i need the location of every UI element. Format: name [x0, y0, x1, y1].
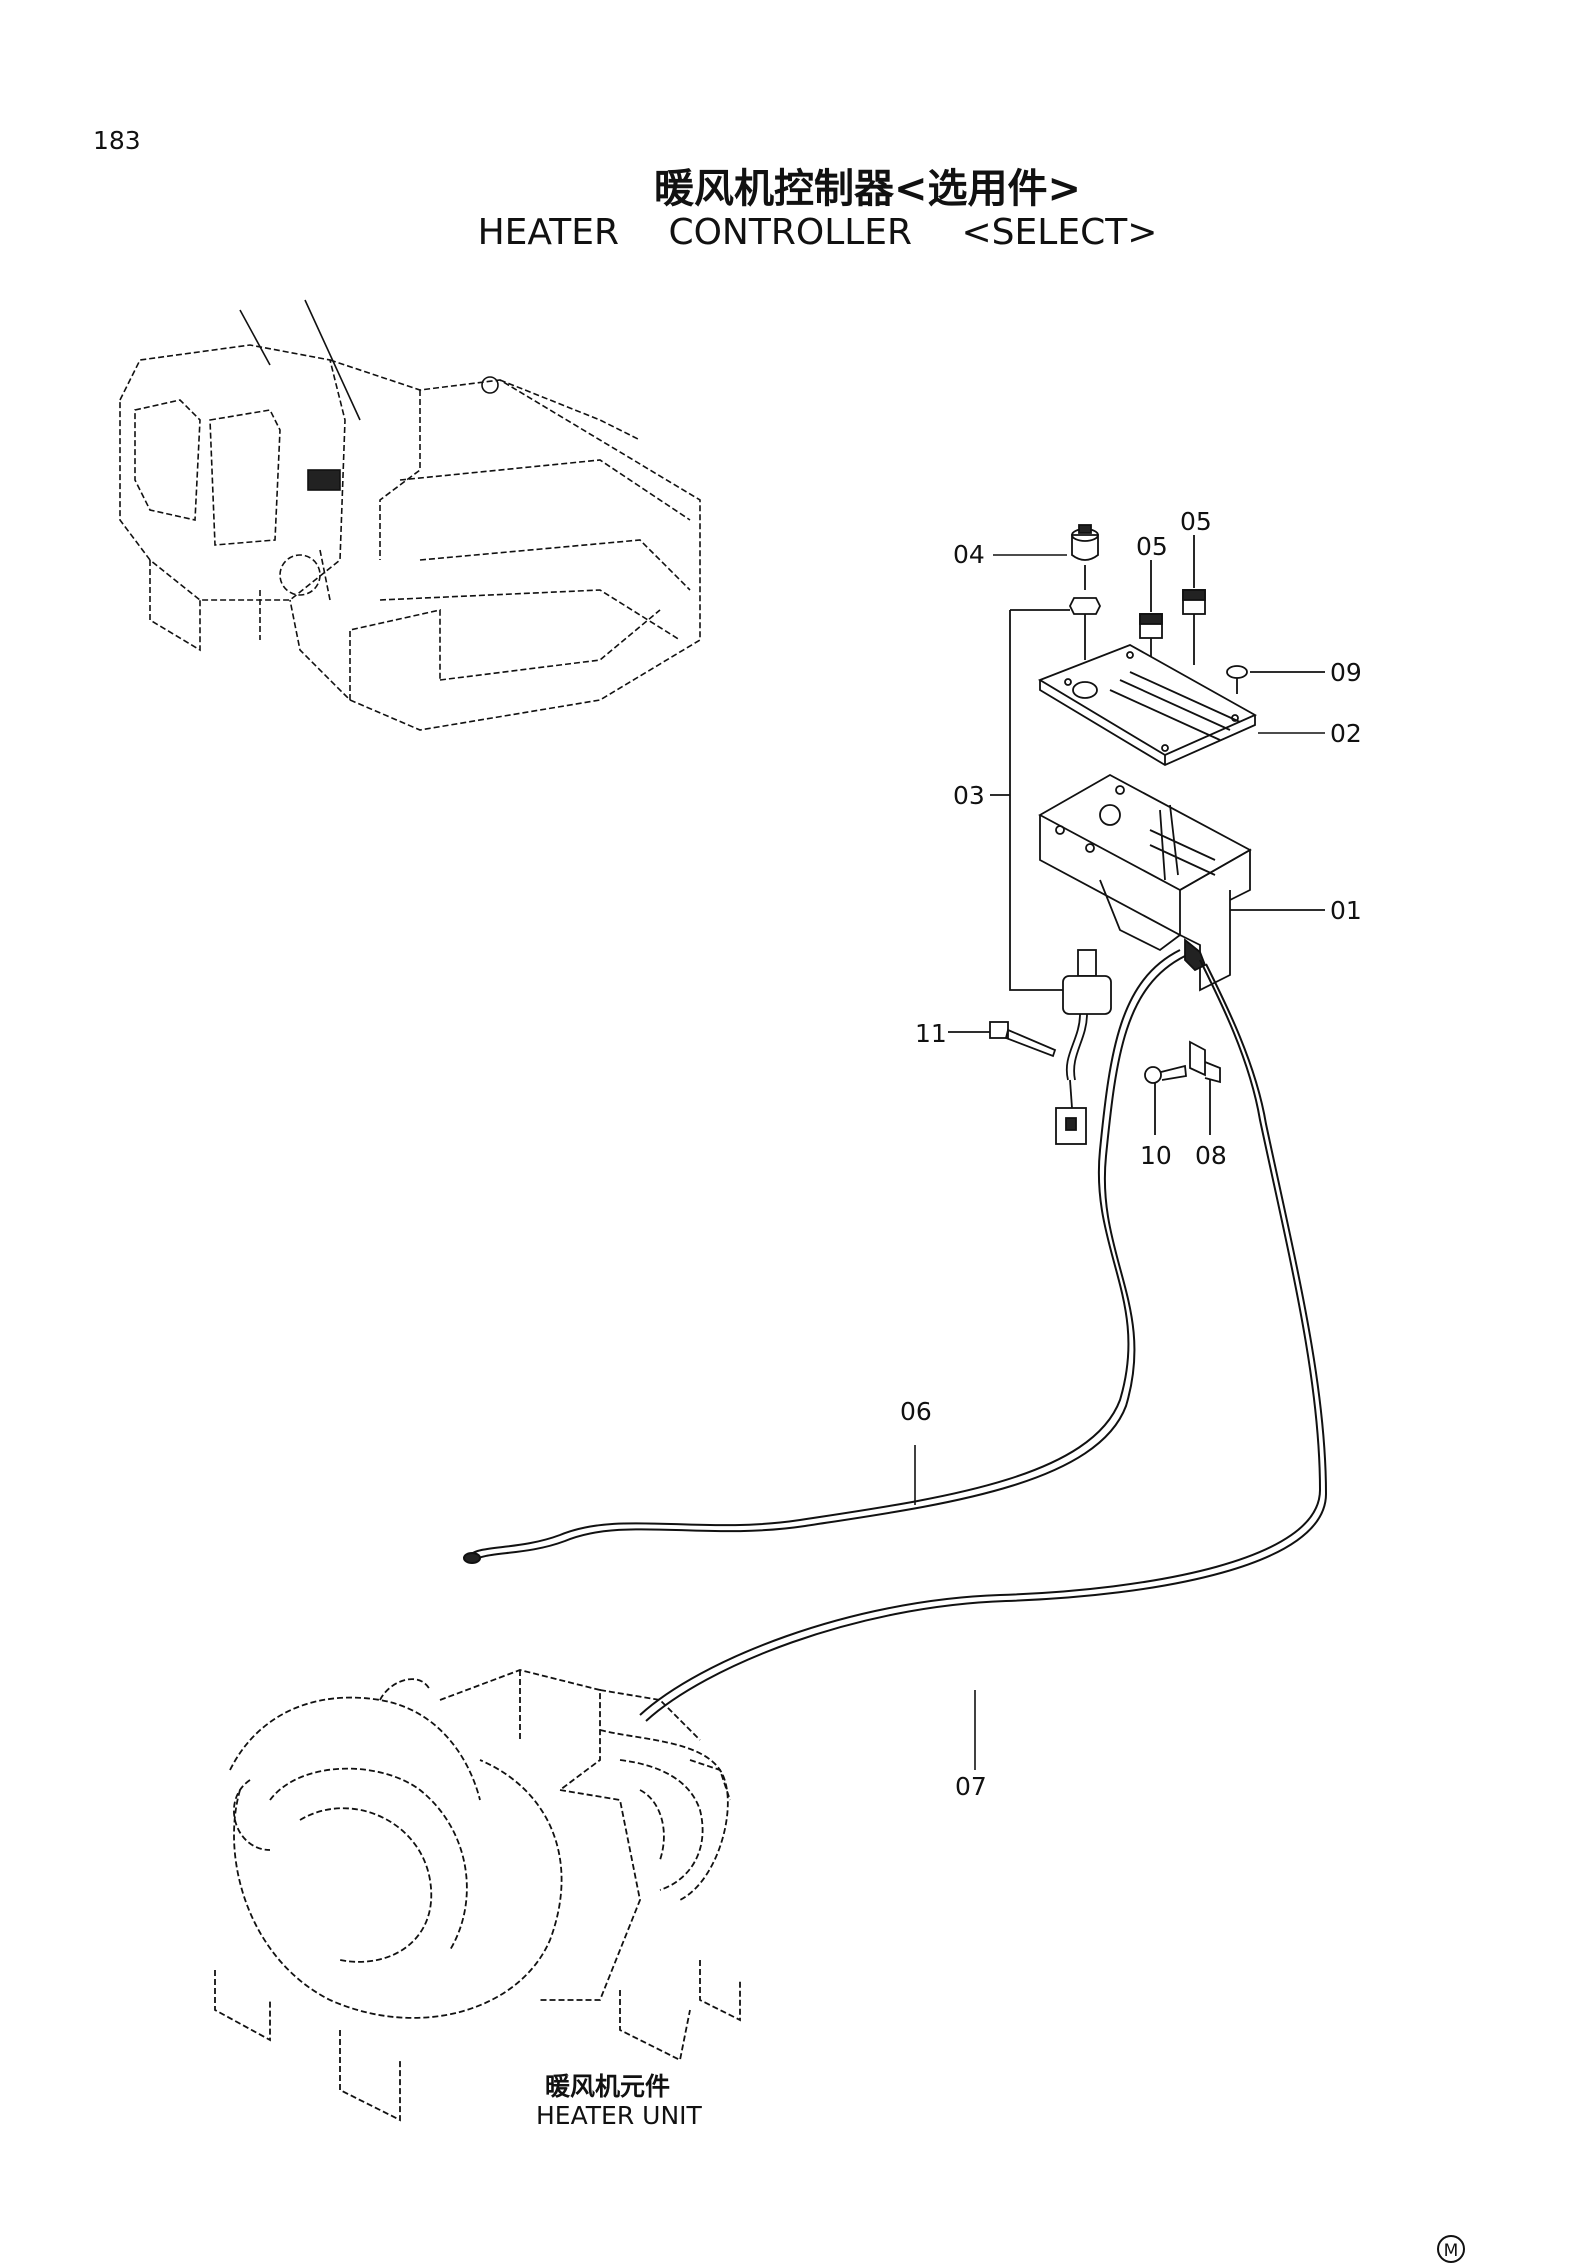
- screw-clamp-parts: [1144, 1040, 1221, 1135]
- part-label-09: 09: [1330, 658, 1362, 687]
- excavator-overview: [119, 299, 701, 731]
- part-label-05a: 05: [1136, 532, 1168, 561]
- rivet-part: [1226, 665, 1325, 694]
- switch-part: [990, 609, 1112, 1145]
- part-label-04: 04: [953, 540, 985, 569]
- part-label-01: 01: [1330, 896, 1362, 925]
- part-label-06: 06: [900, 1397, 932, 1426]
- heater-unit-drawing: [214, 1669, 741, 2122]
- part-label-02: 02: [1330, 719, 1362, 748]
- cable-tie-part: [948, 1021, 1057, 1058]
- cover-plate: [1037, 644, 1258, 767]
- title-english: HEATER CONTROLLER <SELECT>: [477, 212, 1158, 253]
- title-chinese: 暖风机控制器<选用件>: [653, 166, 1082, 212]
- part-label-08: 08: [1195, 1141, 1227, 1170]
- part-label-05b: 05: [1180, 507, 1212, 536]
- part-label-10: 10: [1140, 1141, 1172, 1170]
- heater-unit-label-chinese: 暖风机元件: [545, 2072, 671, 2101]
- part-label-11: 11: [915, 1019, 947, 1048]
- control-cables: [463, 949, 1328, 1770]
- knob-part: [1068, 524, 1102, 660]
- bracket-part: [1038, 773, 1325, 992]
- part-label-07: 07: [955, 1772, 987, 1801]
- page-number: 183: [93, 126, 141, 155]
- heater-unit-label-english: HEATER UNIT: [536, 2101, 702, 2130]
- part-label-03: 03: [953, 781, 985, 810]
